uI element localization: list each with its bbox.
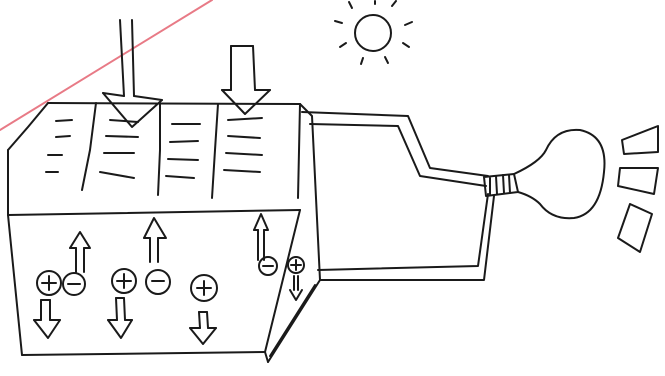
positive-charge-symbol: [112, 269, 136, 293]
wire: [302, 112, 488, 186]
electron-up-arrow: [254, 214, 268, 260]
negative-charge-symbol: [63, 273, 85, 295]
electron-up-arrow: [144, 218, 166, 262]
negative-charge-symbol: [259, 257, 277, 275]
hole-down-arrow: [108, 298, 132, 338]
electron-up-arrow: [70, 232, 90, 272]
solar-panel-box: [8, 103, 320, 362]
light-glow-rays: [618, 126, 658, 252]
positive-charge-symbol: [37, 271, 61, 295]
hole-down-arrow: [190, 312, 216, 344]
negative-charge-symbol: [146, 270, 170, 294]
hole-down-arrow: [290, 276, 302, 300]
wire: [318, 194, 494, 280]
positive-charge-symbol: [191, 275, 217, 301]
positive-charge-symbol: [288, 257, 304, 273]
hole-down-arrow: [34, 300, 60, 338]
light-bulb-icon: [484, 130, 605, 218]
sun-icon: [335, 1, 412, 64]
red-diagonal-line: [0, 0, 212, 130]
